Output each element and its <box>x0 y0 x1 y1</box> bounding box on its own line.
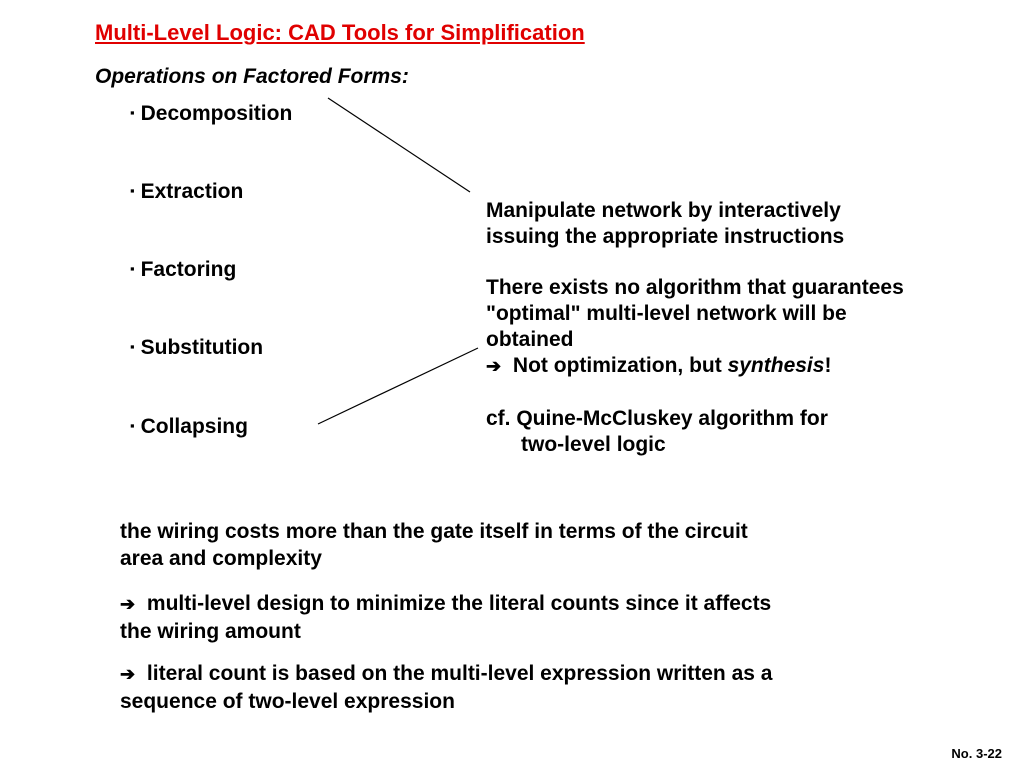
para-multi-level-expression: ➔ literal count is based on the multi-le… <box>120 662 773 713</box>
square-bullet-icon: ▪ <box>130 418 135 433</box>
bullet-decomposition: ▪ Decomposition <box>130 102 292 126</box>
note-quine-mccluskey: cf. Quine-McCluskey algorithm for two-le… <box>486 407 828 456</box>
right-arrow-icon: ➔ <box>120 594 136 614</box>
square-bullet-icon: ▪ <box>130 105 135 120</box>
bullet-label: Extraction <box>140 180 244 203</box>
bullet-label: Collapsing <box>140 415 248 438</box>
bullet-factoring: ▪ Factoring <box>130 258 236 282</box>
para-literal-counts: ➔ multi-level design to minimize the lit… <box>120 592 772 643</box>
para-wiring-costs: the wiring costs more than the gate itse… <box>120 520 748 570</box>
note-synthesis: ➔ Not optimization, but synthesis! <box>486 354 832 377</box>
note-interactive: Manipulate network by interactively issu… <box>486 199 845 248</box>
bullet-collapsing: ▪ Collapsing <box>130 415 248 439</box>
connector-line-bottom <box>317 347 479 425</box>
right-arrow-icon: ➔ <box>486 356 502 376</box>
connector-line-top <box>327 97 471 193</box>
slide-title: Multi-Level Logic: CAD Tools for Simplif… <box>95 20 585 45</box>
bullet-label: Factoring <box>140 258 237 281</box>
bullet-substitution: ▪ Substitution <box>130 336 263 360</box>
square-bullet-icon: ▪ <box>130 183 135 198</box>
bullet-label: Decomposition <box>140 102 293 125</box>
square-bullet-icon: ▪ <box>130 339 135 354</box>
bullet-label: Substitution <box>140 336 264 359</box>
bullet-extraction: ▪ Extraction <box>130 180 243 204</box>
right-arrow-icon: ➔ <box>120 664 136 684</box>
note-no-algorithm: There exists no algorithm that guarantee… <box>486 276 904 377</box>
section-heading: Operations on Factored Forms: <box>95 65 409 88</box>
square-bullet-icon: ▪ <box>130 261 135 276</box>
page-number: No. 3-22 <box>951 746 1002 761</box>
